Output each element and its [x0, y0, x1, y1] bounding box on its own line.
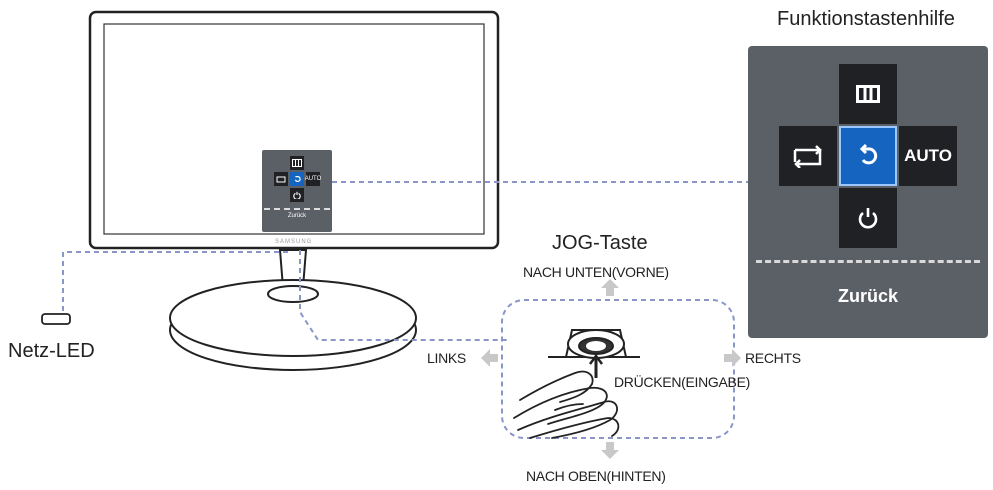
- mini-return-icon: [290, 172, 304, 186]
- mini-menu-icon: [290, 156, 304, 170]
- auto-button-label: AUTO: [899, 126, 957, 186]
- monitor-base-top: [169, 279, 417, 357]
- return-arrow-icon: [839, 126, 897, 186]
- guide-title: Funktionstastenhilfe: [777, 8, 955, 30]
- mini-back-label: Zurück: [287, 213, 307, 219]
- neck-foot: [267, 285, 319, 303]
- arrow-down: [601, 442, 619, 459]
- power-led: [41, 313, 71, 325]
- label-up-back: NACH OBEN(HINTEN): [526, 468, 666, 484]
- hand-sketch: [513, 370, 620, 439]
- mini-auto-label: AUTO: [305, 172, 321, 186]
- label-press-enter: DRÜCKEN(EINGABE): [614, 374, 750, 390]
- brand-logo: SAMSUNG: [275, 239, 313, 245]
- panel-separator: [756, 260, 980, 263]
- label-left: LINKS: [427, 350, 466, 366]
- direction-arrows: [481, 279, 741, 459]
- label-down-forward: NACH UNTEN(VORNE): [523, 264, 669, 280]
- menu-grid-icon: [839, 64, 897, 124]
- power-icon: [839, 188, 897, 248]
- mini-function-guide: AUTO Zurück: [262, 150, 332, 232]
- mini-power-icon: [290, 188, 304, 202]
- mini-separator: [264, 208, 330, 210]
- leader-lines: [62, 181, 748, 439]
- mini-source-icon: [274, 172, 288, 186]
- label-right: RECHTS: [745, 350, 801, 366]
- function-key-guide-panel: AUTO Zurück: [748, 46, 988, 338]
- jog-title: JOG-Taste: [552, 232, 648, 254]
- arrow-right: [724, 349, 741, 367]
- jog-knob: [548, 329, 640, 378]
- arrow-up: [601, 279, 619, 296]
- source-swap-icon: [779, 126, 837, 186]
- arrow-left: [481, 349, 498, 367]
- back-label: Zurück: [837, 286, 898, 306]
- power-led-label: Netz-LED: [8, 340, 95, 362]
